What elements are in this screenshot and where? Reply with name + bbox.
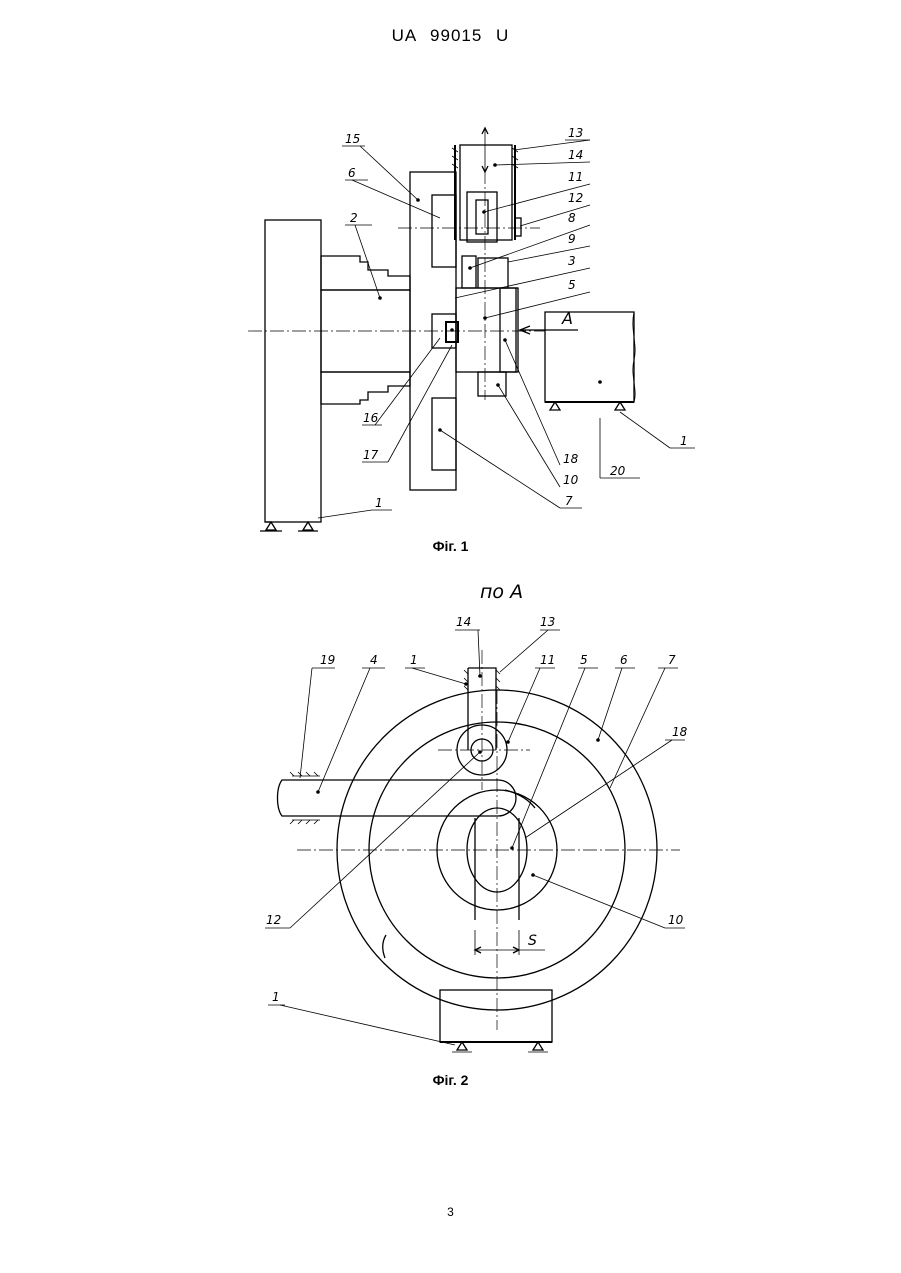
label-1-right: 1 [680, 434, 688, 448]
figure-2-caption: Фіг. 2 [0, 1072, 901, 1088]
label-5-fig2: 5 [580, 653, 588, 667]
cam-10 [478, 372, 506, 396]
label-7: 7 [565, 494, 573, 508]
support-1-fig1 [260, 522, 318, 531]
housing-20 [545, 312, 634, 402]
label-3: 3 [568, 254, 576, 268]
label-1-bottom: 1 [375, 496, 383, 510]
label-4: 4 [370, 653, 378, 667]
label-A: A [561, 309, 573, 328]
page-number: 3 [0, 1205, 901, 1219]
base-block-fig2 [440, 990, 552, 1042]
groove-7 [432, 398, 456, 470]
rotation-arrow-inner [505, 790, 535, 808]
label-6: 6 [348, 166, 356, 180]
label-1-bottom-fig2: 1 [272, 990, 280, 1004]
label-11: 11 [568, 170, 583, 184]
rotation-arrow-outer [383, 935, 386, 958]
label-S: S [528, 933, 537, 949]
label-9: 9 [568, 232, 576, 246]
base-frame [265, 220, 321, 522]
label-12-fig2: 12 [266, 913, 281, 927]
label-7-fig2: 7 [668, 653, 676, 667]
label-2: 2 [350, 211, 358, 225]
shaft-5 [456, 288, 516, 372]
figure-1-caption: Фіг. 1 [0, 538, 901, 554]
label-5: 5 [568, 278, 576, 292]
housing-upper [321, 256, 410, 290]
label-11-fig2: 11 [540, 653, 555, 667]
figure-2: по А 14 13 19 4 1 11 5 6 7 18 12 10 S 1 [265, 581, 688, 1052]
pin-8 [462, 256, 476, 288]
cam-9 [478, 258, 508, 288]
label-6-fig2: 6 [620, 653, 628, 667]
label-1-fig2: 1 [410, 653, 418, 667]
label-13: 13 [568, 126, 583, 140]
view-label: по А [480, 581, 523, 603]
label-14: 14 [568, 148, 583, 162]
label-18: 18 [563, 452, 579, 466]
label-18-fig2: 18 [672, 725, 688, 739]
label-8: 8 [568, 211, 576, 225]
label-16: 16 [363, 411, 379, 425]
label-10: 10 [563, 473, 579, 487]
housing-lower [321, 372, 410, 404]
label-19: 19 [320, 653, 335, 667]
label-17: 17 [363, 448, 379, 462]
figure-1: 15 6 2 13 14 11 12 8 9 3 5 A 1 20 18 10 … [248, 126, 695, 531]
label-12: 12 [568, 191, 583, 205]
strip-4 [278, 780, 517, 816]
label-15: 15 [345, 132, 360, 146]
label-10-fig2: 10 [668, 913, 684, 927]
label-20: 20 [610, 464, 626, 478]
label-13-fig2: 13 [540, 615, 555, 629]
label-14-fig2: 14 [456, 615, 471, 629]
groove-6 [432, 195, 456, 267]
